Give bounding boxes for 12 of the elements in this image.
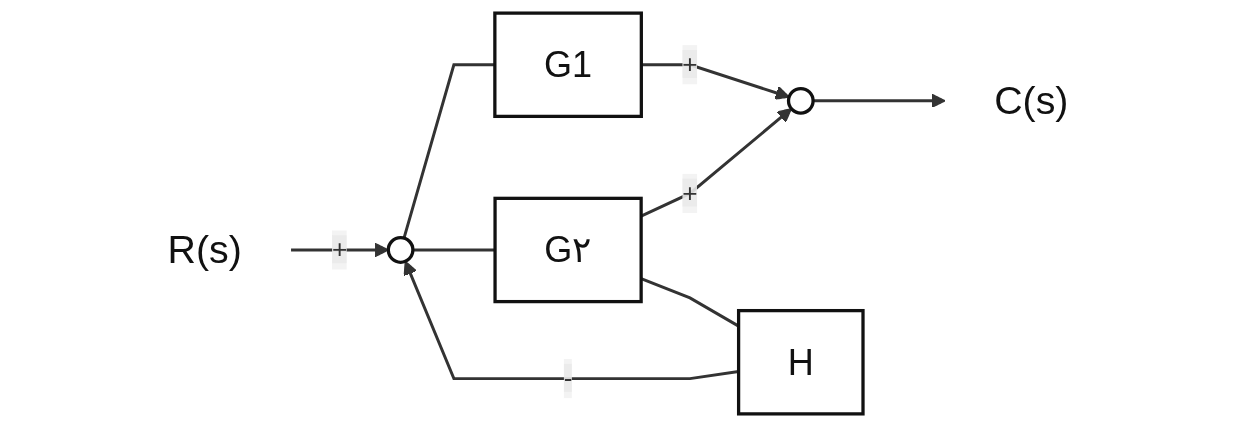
node-box: H: [736, 309, 865, 416]
node-box: G1: [493, 11, 643, 118]
edge-label: -: [563, 363, 573, 392]
node-text: R(s): [167, 227, 242, 272]
edge-label: +: [682, 178, 698, 207]
node-text: C(s): [994, 77, 1069, 123]
edge-label: +: [332, 235, 348, 264]
node-box: G۲: [493, 196, 643, 304]
edge-label: +: [682, 49, 698, 78]
arrow: [813, 93, 946, 108]
node-circle: [386, 236, 415, 264]
node-circle: [786, 86, 815, 115]
